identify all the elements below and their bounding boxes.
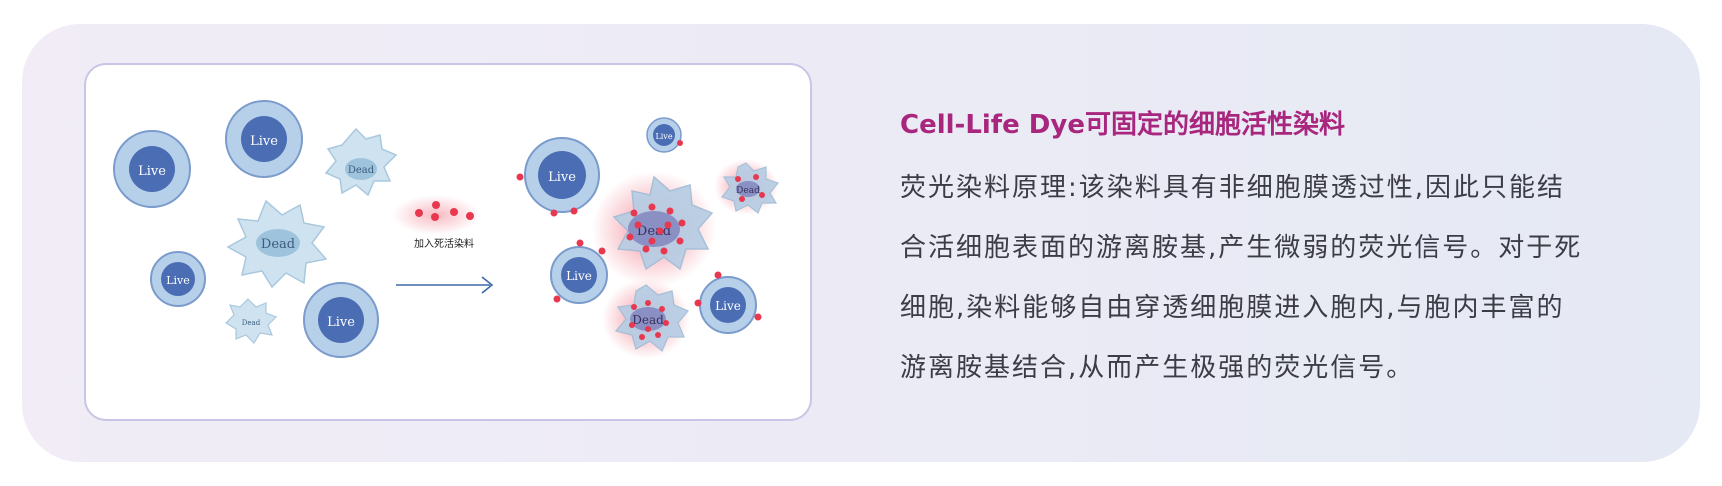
dead-cell-stained: Dead [602,279,690,359]
live-label: Live [166,274,190,287]
live-label: Live [655,132,672,141]
description-line: 游离胺基结合,从而产生极强的荧光信号。 [900,353,1415,383]
live-label: Live [327,315,355,330]
section-heading: Cell-Life Dye可固定的细胞活性染料 [900,110,1345,140]
live-label: Live [715,299,741,313]
live-label: Live [548,170,576,185]
dead-cell: Dead [226,199,328,289]
dead-label: Dead [736,186,760,196]
live-cell: Live [303,282,379,358]
dead-cell-stained: Dead [714,159,780,215]
description-line: 荧光染料原理:该染料具有非细胞膜透过性,因此只能结 [900,173,1566,203]
live-cell: Live [150,251,206,307]
live-cell: Live [225,100,303,178]
description-line: 合活细胞表面的游离胺基,产生微弱的荧光信号。对于死 [900,233,1583,263]
arrow-label: 加入死活染料 [414,237,474,250]
dead-cell-stained: Dead [592,171,716,287]
diagram-svg: Live Live Dead Dead Live Dead [113,100,780,359]
live-label: Live [566,269,592,283]
dead-label: Dead [632,313,664,327]
live-cell-stained: Live [694,271,762,334]
dead-label: Dead [348,165,375,176]
live-cell-stained: Live [550,239,608,304]
live-cell-stained: Live [646,117,683,153]
dead-label: Dead [242,319,261,327]
dye-droplets [392,195,480,235]
description-line: 细胞,染料能够自由穿透细胞膜进入胞内,与胞内丰富的 [900,293,1565,323]
live-label: Live [138,164,166,179]
live-cell: Live [113,130,191,208]
right-arrow [396,276,494,294]
dye-diagram: Live Live Dead Dead Live Dead [84,63,812,421]
dead-label: Dead [637,224,671,239]
live-label: Live [250,134,278,149]
description: 荧光染料原理:该染料具有非细胞膜透过性,因此只能结 合活细胞表面的游离胺基,产生… [900,158,1640,398]
live-cell-stained: Live [516,137,600,217]
dead-cell: Dead [225,298,278,344]
dead-label: Dead [261,237,295,252]
dead-cell: Dead [324,127,398,197]
